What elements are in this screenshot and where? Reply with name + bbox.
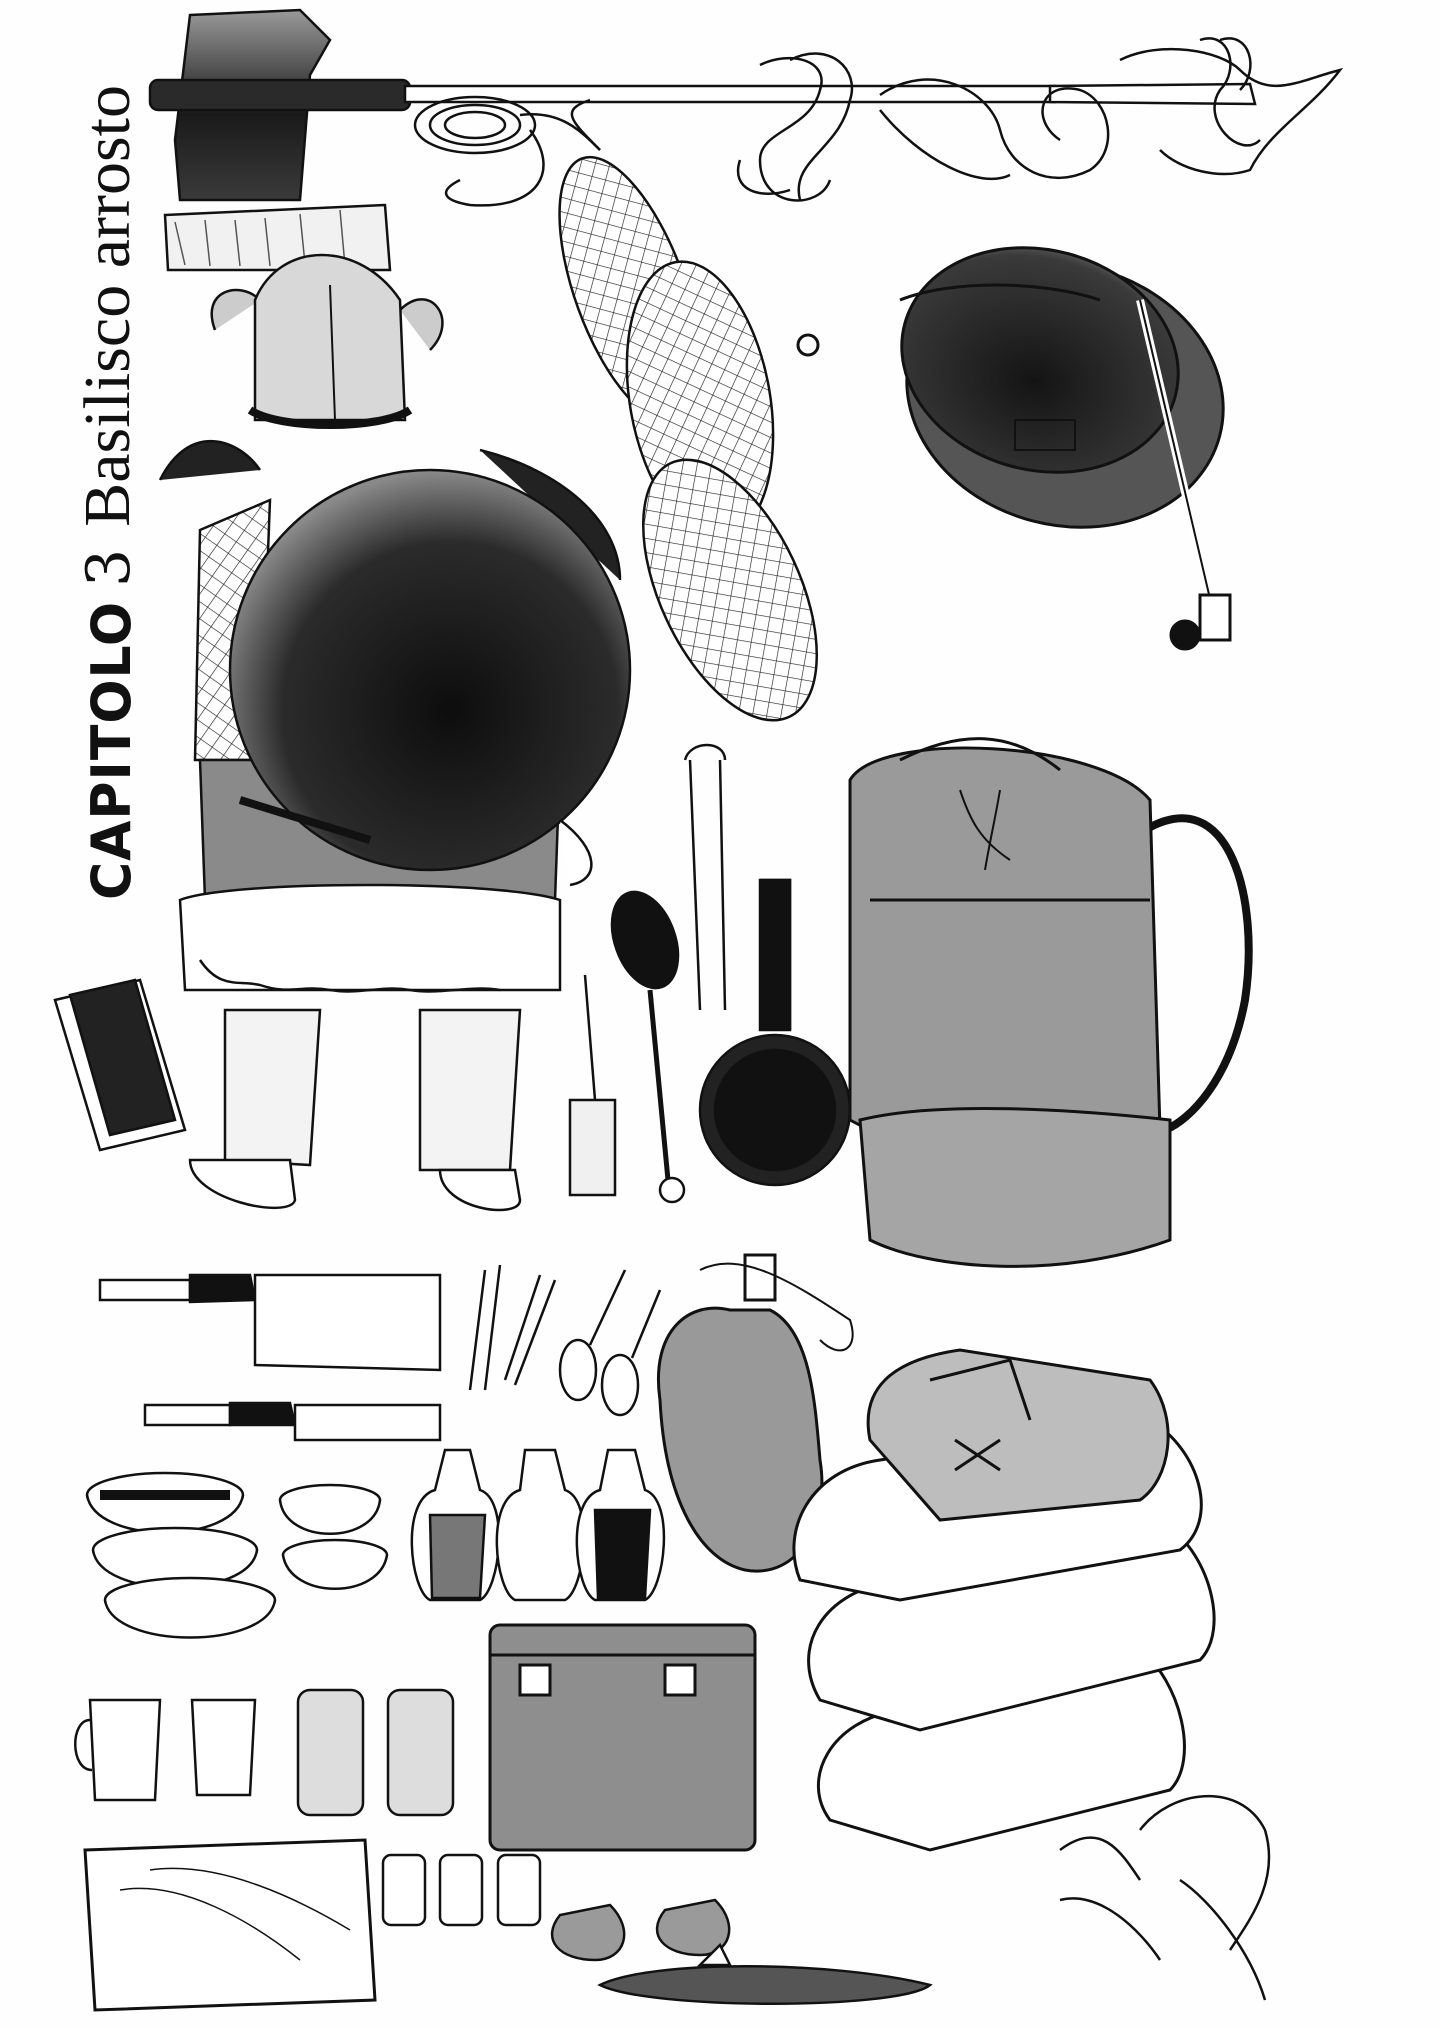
satchel [488,1623,757,1852]
chapter-label: CAPITOLO [80,600,144,900]
cutting-board [83,1838,377,2012]
whetstone [53,978,187,1152]
clothing-stack [792,1348,1216,1852]
hanging-wires-and-cloth [736,37,1344,202]
chapter-heading: CAPITOLO 3 Basilisco arrosto [70,80,150,900]
bowls [85,1471,389,1639]
axe [148,8,1257,272]
cups-and-jars [74,1688,542,1927]
forks-and-spoons [468,1264,662,1417]
bottles [410,1448,666,1602]
pouches [550,1898,933,2005]
backpack [848,737,1253,1268]
knives [98,1273,442,1442]
kitchen-utensils [568,743,852,1204]
straps [1059,1795,1271,2001]
chapter-title: Basilisco arrosto [71,85,144,527]
fishing-nets [558,98,818,722]
chapter-number: 3 [74,548,144,587]
cooking-pot [796,246,1232,651]
dwarf-character [158,253,632,1212]
waterskin [657,1253,854,1573]
